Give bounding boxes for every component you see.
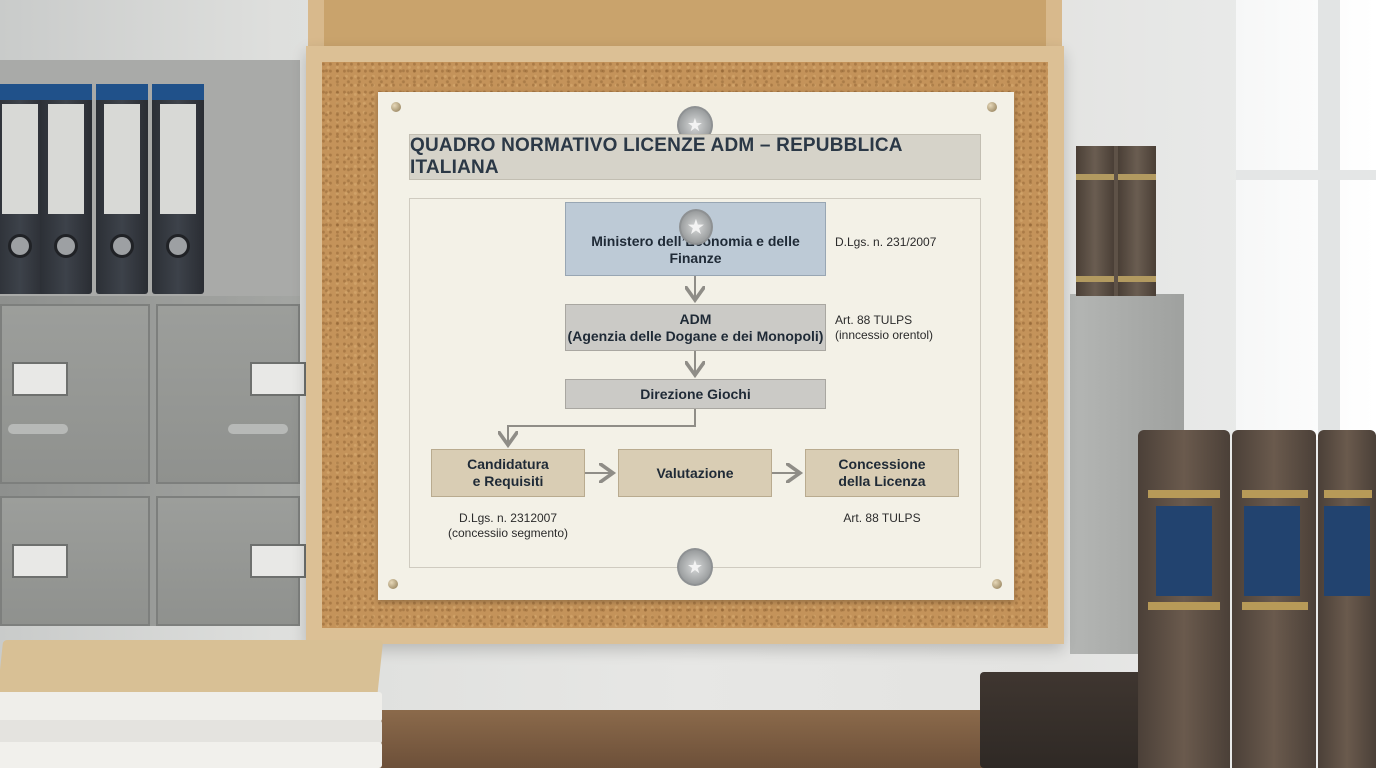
cabinet-drawer — [156, 304, 306, 484]
window-frame — [1318, 0, 1340, 440]
node-concessione-sublabel: della Licenza — [838, 473, 926, 489]
node-ministero: ★ Ministero dell’Economia e delle Finanz… — [565, 202, 826, 276]
book — [1232, 430, 1316, 768]
paper-stack — [0, 614, 390, 768]
note-candidatura-ref-line2: (concessiio segmento) — [447, 526, 569, 540]
note-concessione-ref: Art. 88 TULPS — [843, 511, 921, 525]
node-adm: ADM (Agenzia delle Dogane e dei Monopoli… — [565, 304, 826, 351]
node-direzione-giochi: Direzione Giochi — [565, 379, 826, 409]
cabinet-drawer — [0, 496, 150, 626]
book — [1138, 430, 1230, 768]
pushpin-icon — [388, 579, 398, 589]
note-adm-ref-line2: (inncessio orentol) — [835, 328, 934, 342]
node-candidatura: Candidatura e Requisiti — [431, 449, 585, 497]
corkboard-upper — [308, 0, 1062, 48]
binder — [40, 84, 92, 294]
binder — [0, 84, 46, 294]
node-adm-sublabel: (Agenzia delle Dogane e dei Monopoli) — [567, 327, 824, 344]
desk — [330, 710, 1030, 768]
node-concessione: Concessione della Licenza — [805, 449, 959, 497]
window — [1236, 0, 1376, 440]
filing-cabinet — [0, 296, 306, 626]
node-direzione-label: Direzione Giochi — [640, 385, 751, 402]
note-candidatura-ref: D.Lgs. n. 2312007 (concessiio segmento) — [438, 511, 578, 541]
emblem-icon: ★ — [677, 548, 713, 586]
regulatory-poster: ★ QUADRO NORMATIVO LICENZE ADM – REPUBBL… — [378, 92, 1014, 600]
note-candidatura-ref-line1: D.Lgs. n. 2312007 — [458, 511, 558, 525]
bookshelf-books — [1076, 146, 1156, 296]
node-valutazione-label: Valutazione — [656, 464, 734, 481]
note-adm-ref: Art. 88 TULPS (inncessio orentol) — [835, 313, 933, 343]
node-valutazione: Valutazione — [618, 449, 772, 497]
poster-title: QUADRO NORMATIVO LICENZE ADM – REPUBBLIC… — [409, 134, 981, 180]
cabinet-drawer — [0, 304, 150, 484]
book — [1318, 430, 1376, 768]
node-adm-label: ADM — [679, 310, 712, 327]
binder — [152, 84, 204, 294]
pushpin-icon — [987, 102, 997, 112]
emblem-icon: ★ — [679, 209, 713, 245]
pushpin-icon — [391, 102, 401, 112]
pushpin-icon — [992, 579, 1002, 589]
binder — [96, 84, 148, 294]
note-adm-ref-line1: Art. 88 TULPS — [835, 313, 913, 327]
node-concessione-label: Concessione — [838, 456, 926, 472]
node-candidatura-sublabel: e Requisiti — [472, 473, 544, 489]
cabinet-drawer — [156, 496, 306, 626]
node-candidatura-label: Candidatura — [467, 456, 549, 472]
note-ministero-ref: D.Lgs. n. 231/2007 — [835, 235, 937, 249]
window-frame — [1236, 170, 1376, 180]
